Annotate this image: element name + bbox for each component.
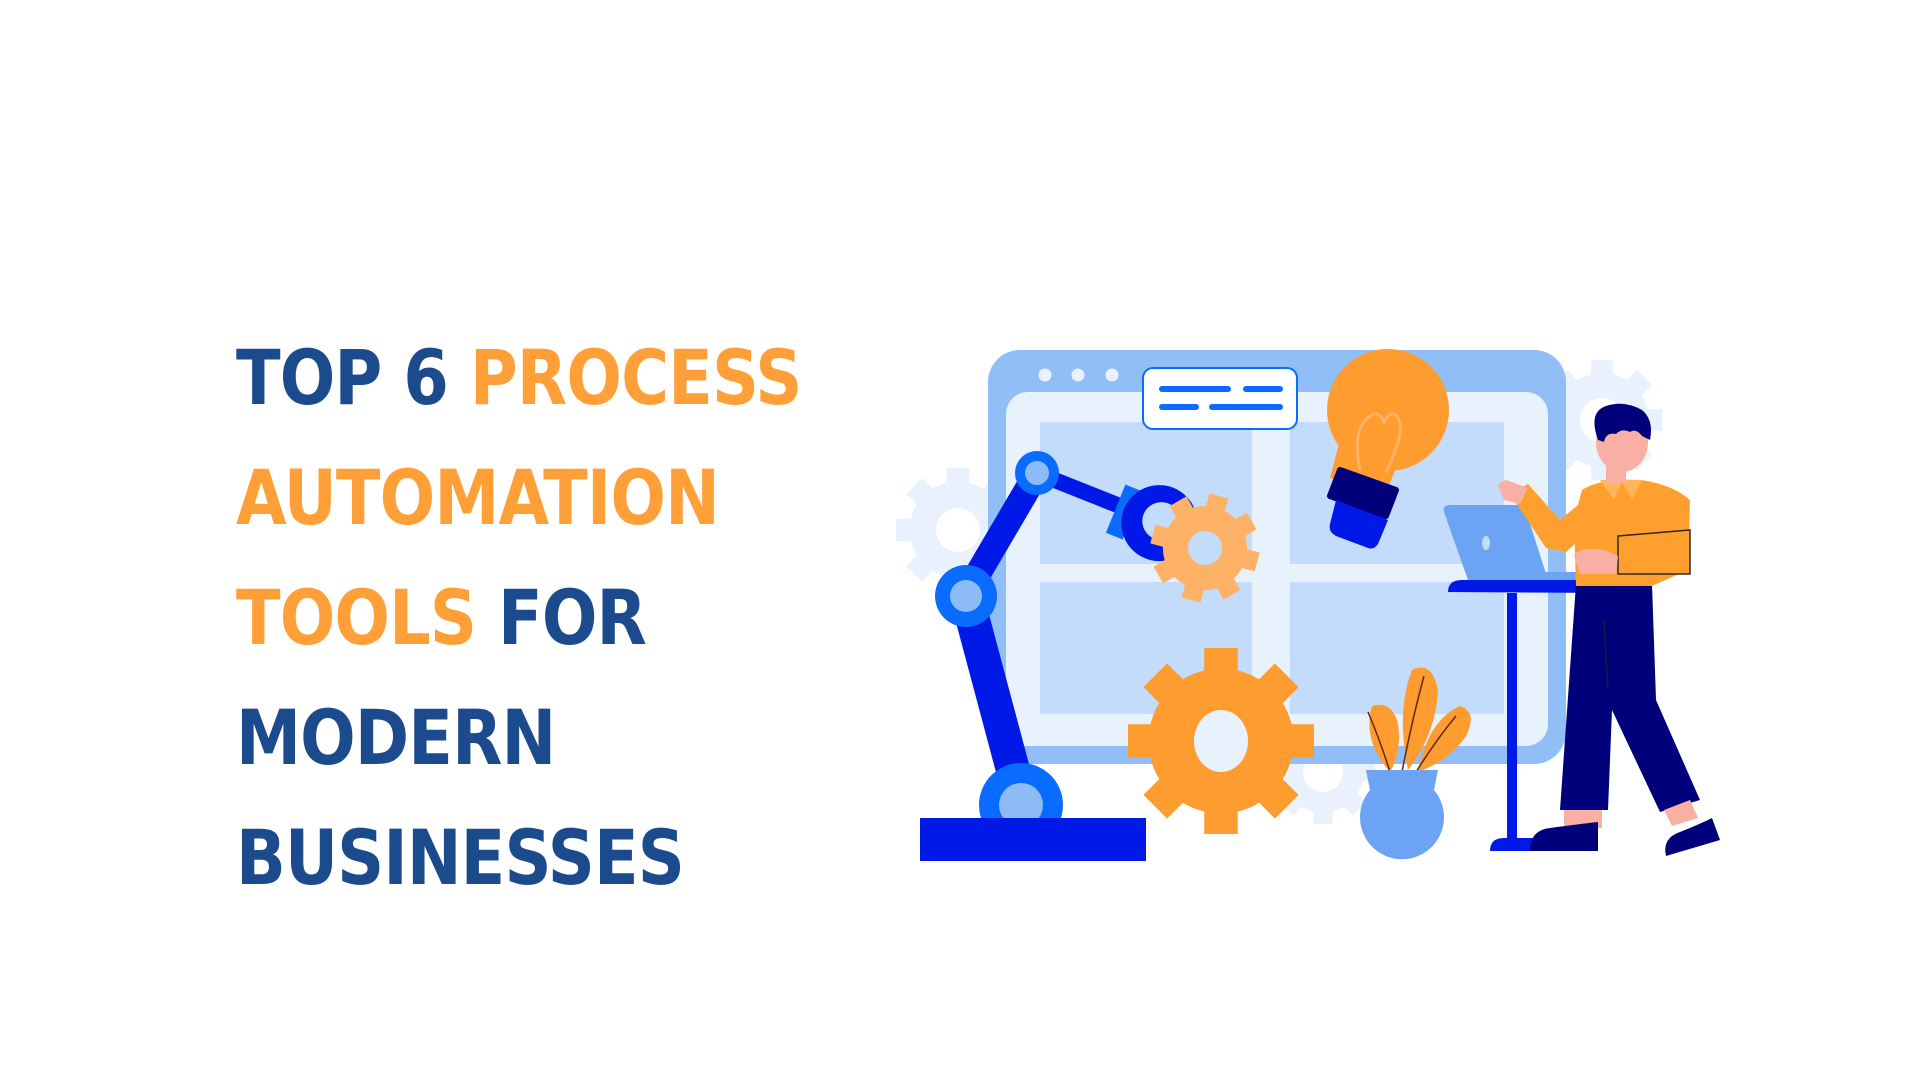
bg-gear-left-icon [896,468,1020,592]
gear-small-icon [1138,481,1272,615]
headline-word-modern: MODERN [236,693,556,782]
headline-word-process: PROCESS [469,333,802,422]
message-card-icon [1142,367,1298,430]
headline-word-businesses: BUSINESSES [236,813,685,902]
headline-word-tools: TOOLS [236,573,499,662]
gear-large-icon [1128,648,1314,834]
laptop-icon [1443,505,1580,580]
robot-arm [920,451,1195,861]
window-dot-3 [1105,368,1119,382]
headline-word-automation: AUTOMATION [236,453,720,542]
potted-plant-icon [1360,667,1471,860]
headline-line-4: MODERN [236,678,801,798]
light-bulb-icon [1327,349,1449,549]
headline-line-2: AUTOMATION [236,438,801,558]
robot-base [920,818,1146,861]
window-dot-1 [1038,368,1052,382]
headline-line-3: TOOLS FOR [236,558,801,678]
headline-line-1: TOP 6 PROCESS [236,318,802,438]
person-illustration [1498,403,1720,856]
headline: TOP 6 PROCESS AUTOMATION TOOLS FOR MODER… [236,318,894,918]
headline-word-top6: TOP 6 [236,333,470,422]
window-dot-2 [1071,368,1085,382]
headline-word-for: FOR [498,573,647,662]
headline-line-5: BUSINESSES [236,798,801,918]
